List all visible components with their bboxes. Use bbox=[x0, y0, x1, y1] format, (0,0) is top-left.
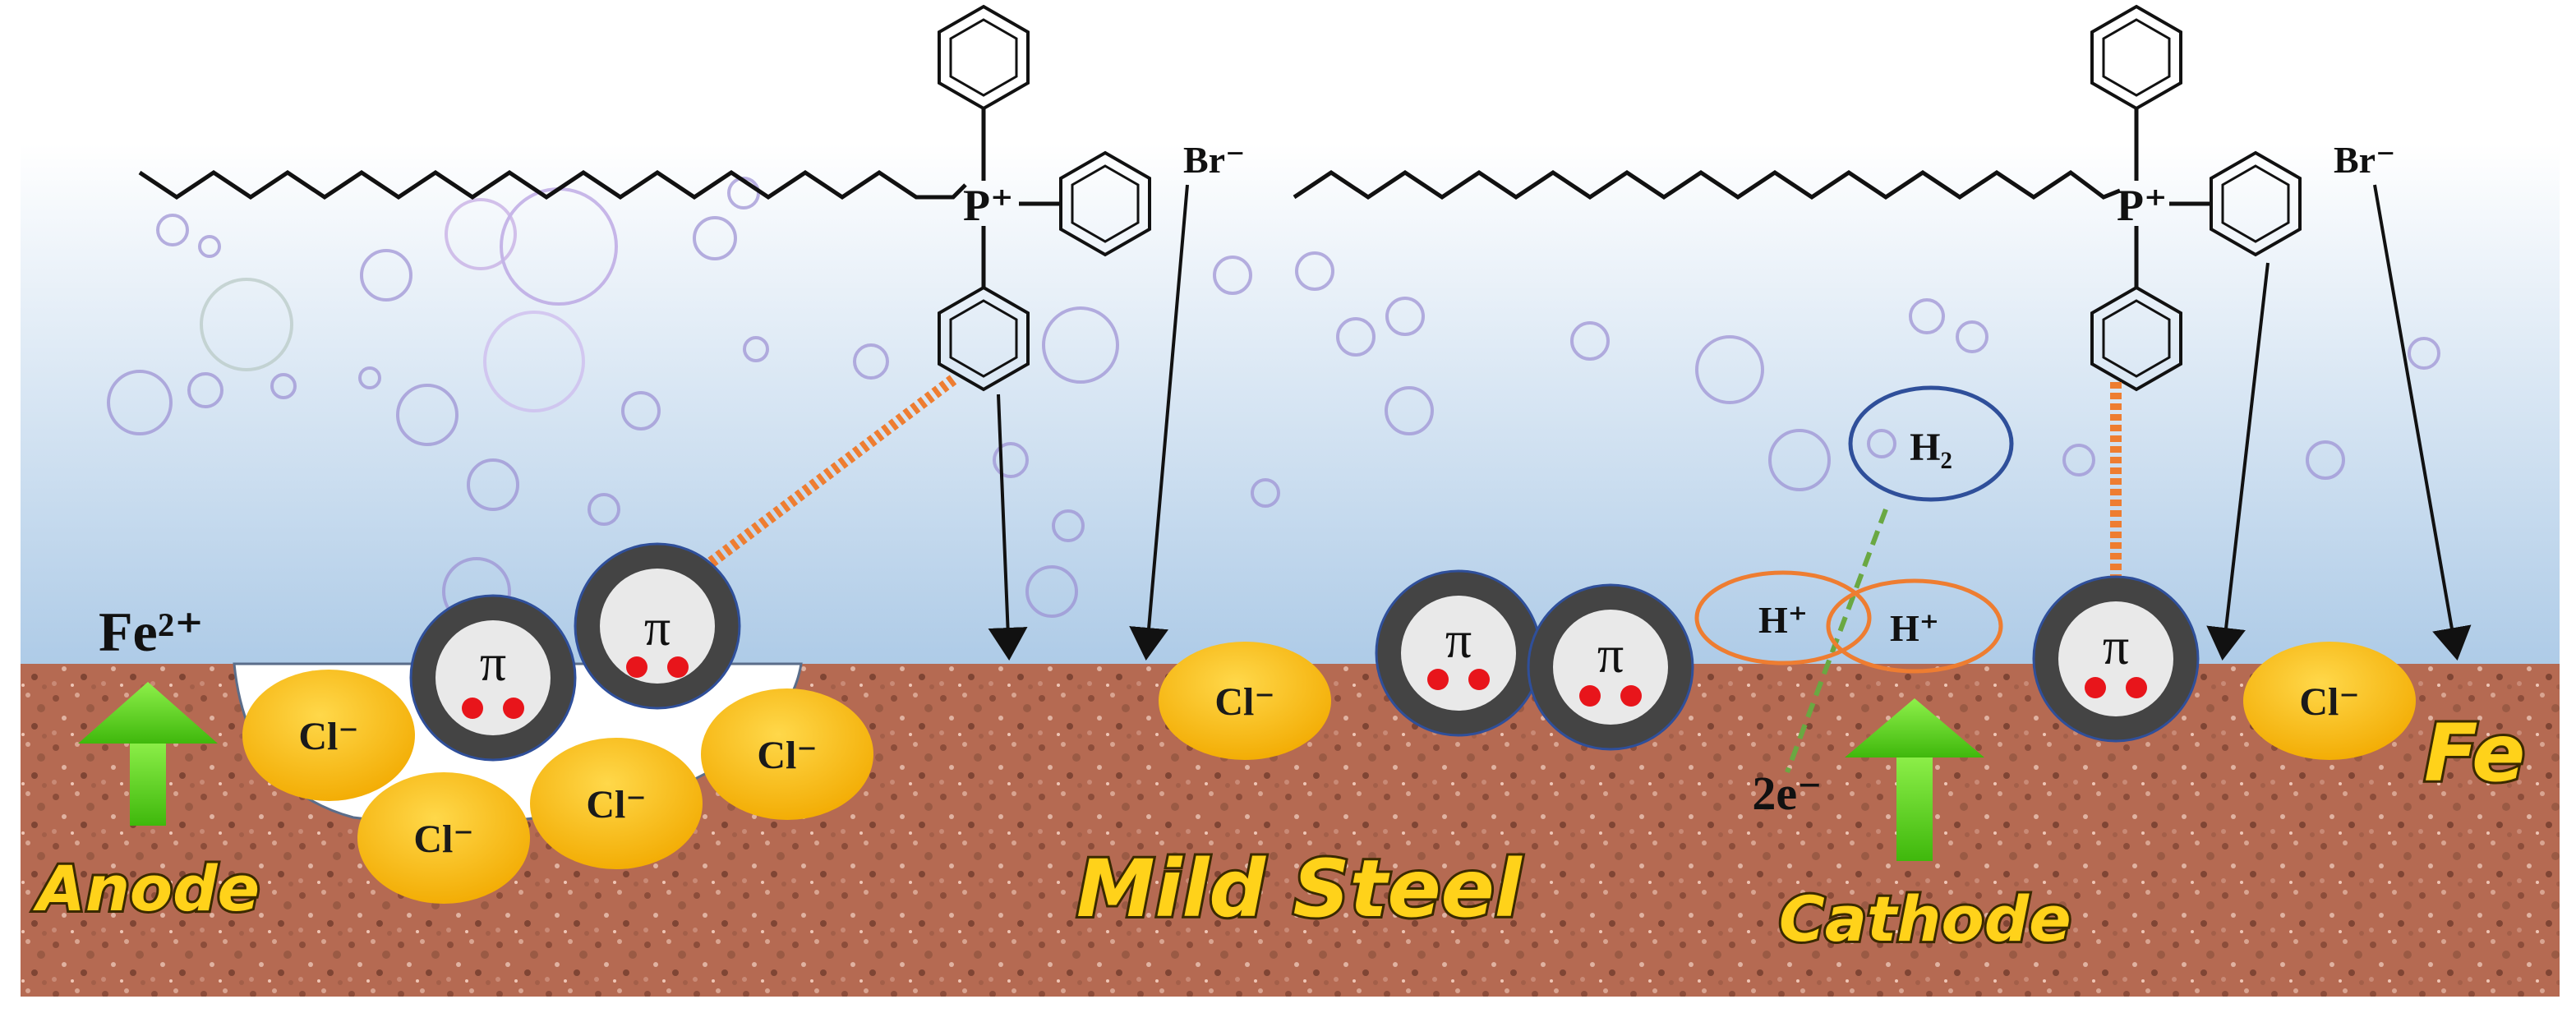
inhibitor-molecule-right: P⁺ Br⁻ bbox=[1293, 5, 2395, 391]
svg-text:Cl⁻: Cl⁻ bbox=[757, 734, 817, 777]
chloride-ion: Cl⁻ bbox=[2243, 642, 2416, 760]
inhibitor-molecule-left: P⁺ Br⁻ bbox=[138, 5, 1245, 391]
phenyl-ring-top-right bbox=[2090, 5, 2182, 110]
svg-text:π: π bbox=[2103, 617, 2129, 675]
iron-ion-label: Fe²⁺ bbox=[99, 601, 204, 663]
mild-steel-label: Mild Steel bbox=[1076, 843, 1523, 935]
chloride-ion: Cl⁻ bbox=[357, 772, 530, 904]
pi-cloud: π bbox=[2032, 575, 2200, 743]
svg-text:π: π bbox=[1445, 610, 1472, 669]
chloride-ion: Cl⁻ bbox=[242, 670, 415, 801]
h2-label: H₂ bbox=[1910, 426, 1952, 469]
svg-text:Cl⁻: Cl⁻ bbox=[1214, 680, 1274, 724]
svg-text:π: π bbox=[480, 633, 506, 692]
proton-ring-1 bbox=[1694, 570, 1872, 665]
bromide-label-left: Br⁻ bbox=[1183, 139, 1245, 181]
pi-cloud: π bbox=[1527, 583, 1694, 751]
svg-text:Cl⁻: Cl⁻ bbox=[2299, 680, 2359, 724]
phosphonium-label-left: P⁺ bbox=[963, 181, 1014, 230]
proton-ring-2 bbox=[1826, 578, 2003, 674]
electron-transfer-line bbox=[1785, 508, 1888, 774]
pi-electron-clouds: π π π π π bbox=[409, 542, 2200, 762]
alkyl-chain-left bbox=[138, 169, 967, 200]
chloride-ion: Cl⁻ bbox=[1159, 642, 1331, 760]
phenyl-ring-top-left bbox=[938, 5, 1030, 110]
h-plus-label-2: H⁺ bbox=[1890, 607, 1939, 649]
solution-background bbox=[21, 144, 2560, 665]
anode-label: Anode bbox=[33, 852, 260, 925]
svg-text:Cl⁻: Cl⁻ bbox=[413, 817, 473, 861]
alkyl-chain-right bbox=[1293, 169, 2121, 200]
svg-text:Cl⁻: Cl⁻ bbox=[298, 715, 358, 758]
anode-arrow bbox=[78, 682, 218, 826]
chloride-ions: Cl⁻ Cl⁻ Cl⁻ Cl⁻ Cl⁻ Cl⁻ bbox=[242, 642, 2416, 904]
bromide-label-right: Br⁻ bbox=[2334, 139, 2395, 181]
two-electron-label: 2e⁻ bbox=[1752, 767, 1822, 820]
svg-text:π: π bbox=[1597, 625, 1624, 684]
phosphonium-label-right: P⁺ bbox=[2117, 181, 2168, 230]
chloride-ion: Cl⁻ bbox=[530, 738, 703, 869]
cathode-arrow bbox=[1845, 698, 1984, 861]
fe-label: Fe bbox=[2424, 707, 2525, 799]
adsorption-arrows bbox=[988, 184, 2472, 661]
cathode-label: Cathode bbox=[1779, 882, 2071, 955]
chloride-ion: Cl⁻ bbox=[701, 688, 873, 820]
svg-text:Cl⁻: Cl⁻ bbox=[586, 783, 646, 827]
h-plus-label-1: H⁺ bbox=[1758, 599, 1808, 641]
pi-cloud: π bbox=[409, 594, 577, 762]
svg-text:π: π bbox=[644, 598, 670, 656]
pi-cloud: π bbox=[1375, 569, 1542, 737]
pi-cloud: π bbox=[574, 542, 741, 710]
hydrogen-molecule bbox=[1848, 385, 2014, 502]
